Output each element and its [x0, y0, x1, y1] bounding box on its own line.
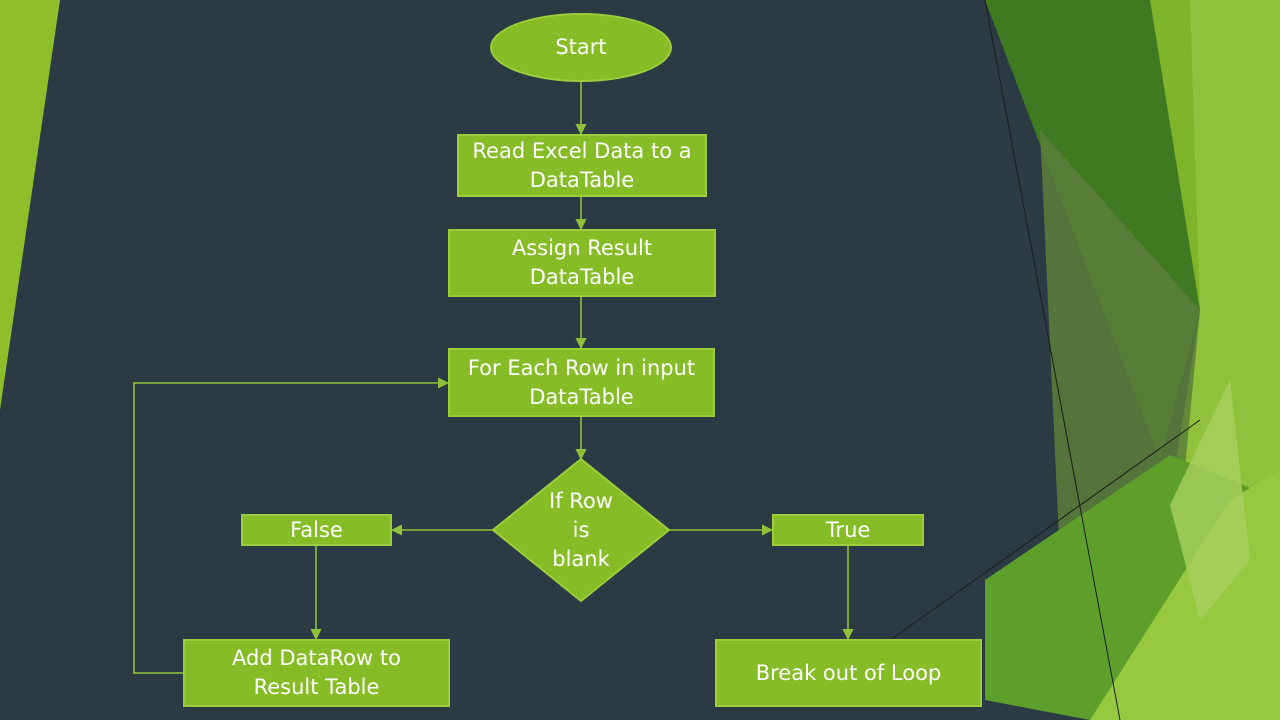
read-excel-node: Read Excel Data to a DataTable: [457, 134, 707, 197]
start-node: Start: [490, 13, 672, 82]
break-loop-node: Break out of Loop: [715, 639, 982, 707]
connector-loop-back: [133, 377, 450, 674]
assign-result-node: Assign Result DataTable: [448, 229, 716, 297]
decision-diamond: [491, 457, 671, 603]
right-facet-highlight: [1170, 380, 1250, 620]
add-datarow-node: Add DataRow to Result Table: [183, 639, 450, 707]
decision-label: If Row is blank: [549, 488, 613, 571]
right-facet-olive: [1040, 130, 1200, 560]
for-each-node: For Each Row in input DataTable: [448, 348, 715, 417]
left-accent-shape: [0, 0, 60, 410]
decor-line-1: [984, 0, 1121, 720]
true-node: True: [772, 514, 924, 546]
false-node: False: [241, 514, 392, 546]
